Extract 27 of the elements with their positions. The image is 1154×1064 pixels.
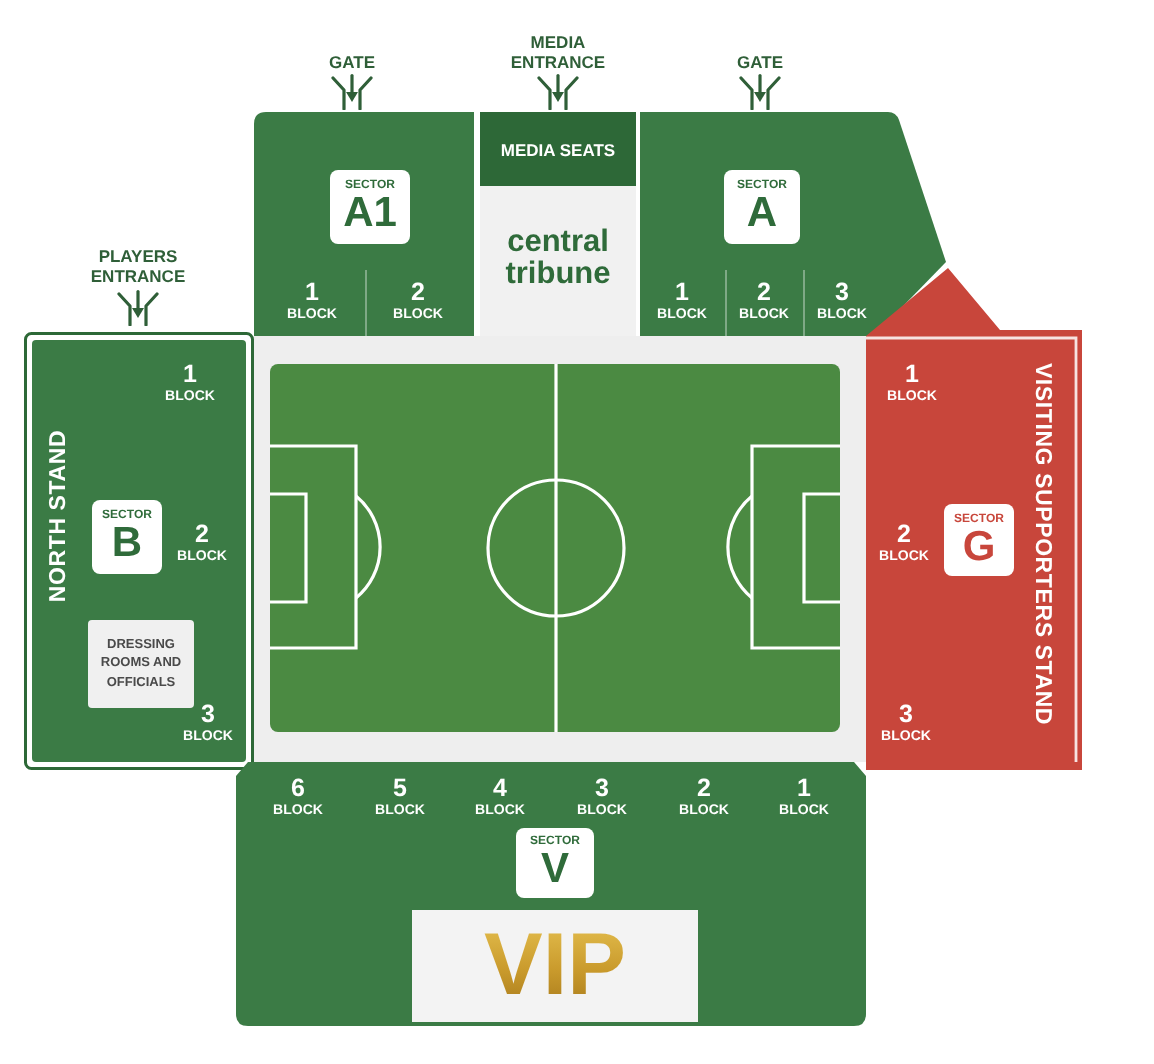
sector-badge xyxy=(92,500,162,574)
sector-letter: B xyxy=(111,522,143,564)
central-tribune-area xyxy=(480,112,636,336)
entrance-label: PLAYERS ENTRANCE xyxy=(90,246,186,287)
seating-stand xyxy=(254,112,474,336)
area-label: MEDIA SEATS xyxy=(500,139,616,159)
seating-stand xyxy=(236,762,866,1026)
sector-letter: A1 xyxy=(343,192,397,234)
stand-title: VISITING SUPPORTERS STAND xyxy=(1028,362,1052,726)
sector-badge xyxy=(516,828,594,898)
sector-letter: V xyxy=(540,848,569,890)
media-seats-area xyxy=(480,112,636,186)
stand-title: NORTH STAND xyxy=(48,429,72,603)
vip-area xyxy=(412,910,698,1022)
sector-badge xyxy=(330,170,410,244)
entrance-label: GATE xyxy=(737,52,783,73)
sector-letter: G xyxy=(962,525,996,567)
seating-stand xyxy=(640,112,946,336)
seating-stand xyxy=(866,268,1084,770)
tribune-label: central tribune xyxy=(505,227,611,293)
dressing-room-area xyxy=(88,620,194,708)
entrance-label: MEDIA ENTRANCE xyxy=(510,32,606,73)
seating-stand xyxy=(24,332,254,770)
sector-badge xyxy=(944,504,1014,576)
sector-letter: A xyxy=(746,192,778,234)
entrance-label: GATE xyxy=(329,52,375,73)
sector-badge xyxy=(724,170,800,244)
